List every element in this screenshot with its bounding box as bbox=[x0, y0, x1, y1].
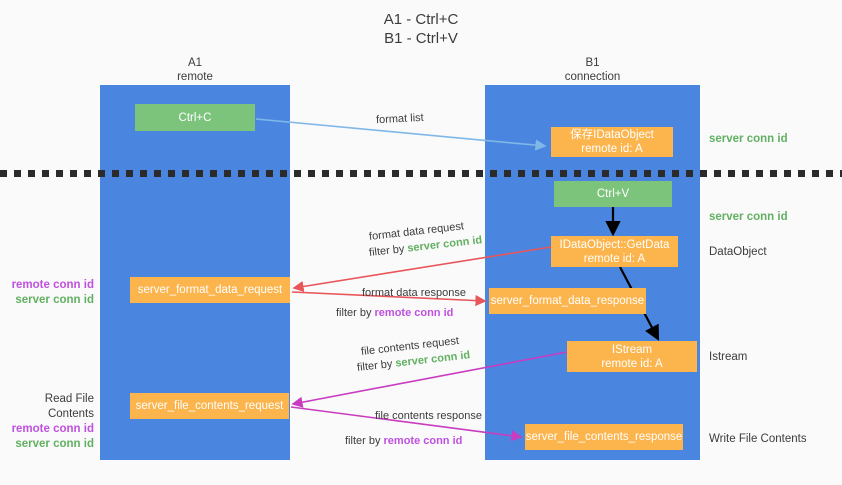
edge-file-contents-request bbox=[291, 351, 568, 408]
filter-key-remote-conn-id-1: remote conn id bbox=[374, 307, 454, 319]
right-label-write-file-contents: Write File Contents bbox=[709, 433, 807, 445]
left-label-server-conn-id-1: server conn id bbox=[15, 294, 94, 306]
edge-format-list bbox=[255, 118, 547, 151]
left-label-group-file: Read File Contents remote conn id server… bbox=[2, 392, 94, 452]
edge-caption-file-contents-response-filter: filter by remote conn id bbox=[345, 433, 462, 449]
column-header-a1-role: remote bbox=[177, 71, 213, 83]
left-label-read-file-contents: Read File Contents bbox=[44, 393, 94, 420]
edge-caption-format-list: format list bbox=[375, 111, 424, 127]
edge-caption-file-contents-response: file contents response bbox=[375, 410, 483, 422]
filter-prefix-4: filter by bbox=[345, 435, 384, 447]
left-label-group-format: remote conn id server conn id bbox=[2, 278, 94, 308]
column-header-a1: A1 remote bbox=[100, 56, 290, 84]
node-server-file-contents-request[interactable]: server_file_contents_request bbox=[130, 393, 289, 419]
left-label-remote-conn-id-2: remote conn id bbox=[11, 423, 94, 435]
node-ctrl-v[interactable]: Ctrl+V bbox=[554, 181, 672, 207]
node-istream[interactable]: IStream remote id: A bbox=[567, 341, 697, 372]
left-label-remote-conn-id-1: remote conn id bbox=[11, 279, 94, 291]
column-header-b1-name: B1 bbox=[585, 57, 600, 69]
right-label-server-conn-id-2: server conn id bbox=[709, 211, 788, 223]
column-header-a1-name: A1 bbox=[187, 57, 203, 69]
node-ctrl-c[interactable]: Ctrl+C bbox=[135, 104, 255, 131]
node-server-format-data-request[interactable]: server_format_data_request bbox=[130, 277, 290, 303]
column-header-b1: B1 connection bbox=[485, 56, 700, 84]
node-getdata[interactable]: IDataObject::GetData remote id: A bbox=[551, 236, 678, 267]
phase-divider bbox=[0, 170, 842, 177]
edge-file-contents-response bbox=[290, 406, 523, 442]
filter-prefix-3: filter by bbox=[356, 357, 397, 375]
column-header-b1-role: connection bbox=[564, 71, 621, 83]
node-idataobject[interactable]: 保存IDataObject remote id: A bbox=[551, 127, 673, 157]
page-title: A1 - Ctrl+C B1 - Ctrl+V bbox=[383, 11, 459, 47]
filter-prefix-1: filter by bbox=[368, 242, 409, 260]
node-server-file-contents-response[interactable]: server_file_contents_response bbox=[525, 424, 683, 450]
node-server-format-data-response[interactable]: server_format_data_response bbox=[489, 288, 646, 314]
filter-key-remote-conn-id-2: remote conn id bbox=[383, 435, 463, 447]
right-label-istream: Istream bbox=[709, 351, 748, 363]
edge-caption-format-data-response-filter: filter by remote conn id bbox=[336, 305, 453, 321]
edge-format-data-response bbox=[291, 291, 487, 307]
right-label-dataobject: DataObject bbox=[709, 246, 767, 258]
left-label-server-conn-id-2: server conn id bbox=[15, 438, 94, 450]
edge-caption-format-data-response: format data response bbox=[362, 287, 466, 299]
edge-format-data-request bbox=[292, 246, 552, 293]
filter-prefix-2: filter by bbox=[336, 307, 375, 319]
right-label-server-conn-id-1: server conn id bbox=[709, 133, 788, 145]
